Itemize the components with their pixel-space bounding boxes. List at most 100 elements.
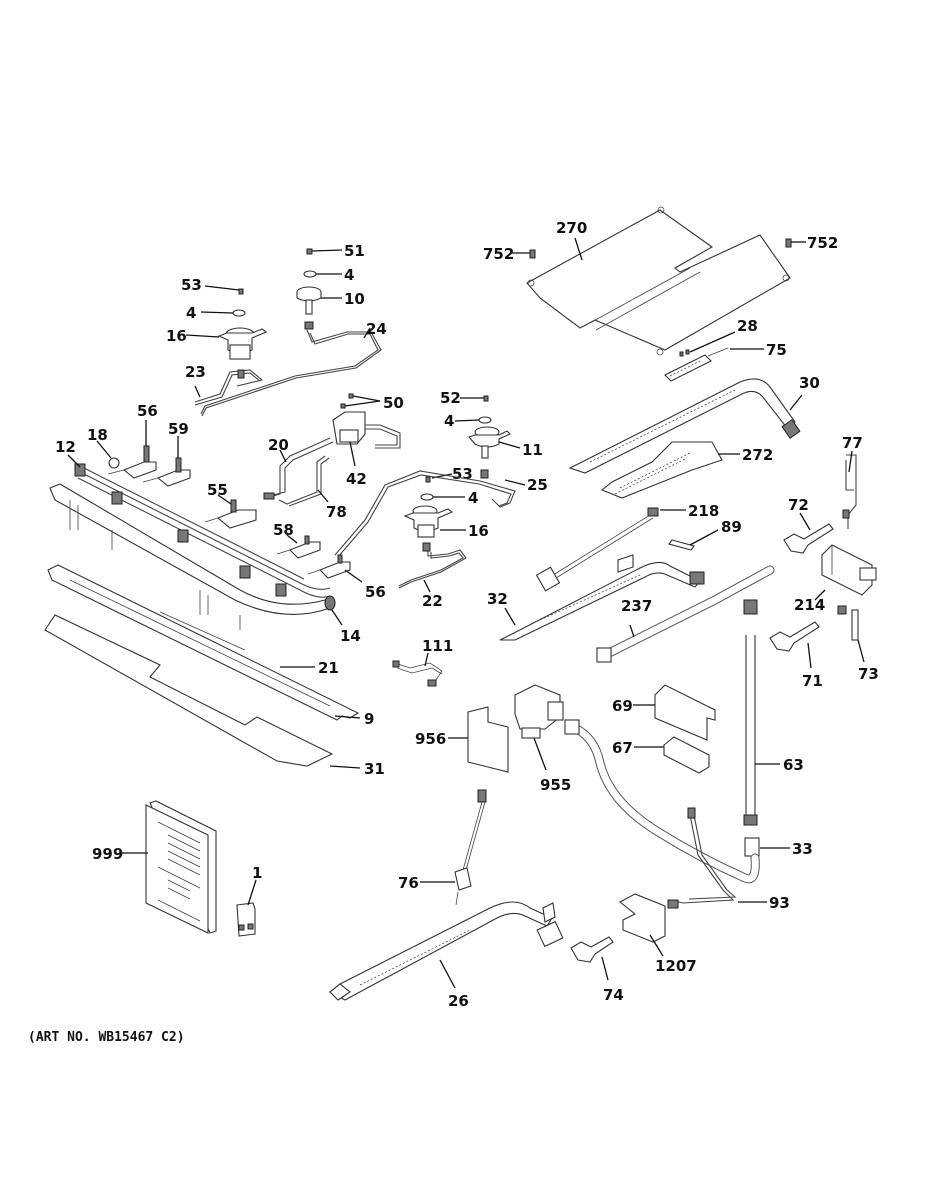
label-31: 31: [364, 760, 385, 778]
part-272-baffle[interactable]: 272: [600, 441, 773, 499]
part-78-gas-tube[interactable]: 78: [278, 455, 347, 521]
label-270: 270: [556, 219, 587, 237]
part-77-tube[interactable]: 77: [842, 434, 863, 529]
part-52-screw[interactable]: 52: [440, 389, 489, 407]
part-16-burner-base[interactable]: 16: [166, 327, 268, 360]
part-12-manifold[interactable]: 12: [55, 438, 331, 598]
label-10: 10: [344, 290, 365, 308]
part-752-screw[interactable]: 752: [785, 234, 838, 252]
part-22-gas-tube[interactable]: 22: [398, 542, 467, 610]
label-56: 56: [137, 402, 158, 420]
label-955: 955: [540, 776, 571, 794]
label-752: 752: [483, 245, 514, 263]
part-gas-supply-pipe[interactable]: [564, 719, 760, 884]
part-56-gas-valve[interactable]: 56: [307, 554, 386, 601]
label-21: 21: [318, 659, 339, 677]
part-16-burner-base[interactable]: 16: [403, 505, 489, 540]
label-752: 752: [807, 234, 838, 252]
label-93: 93: [769, 894, 790, 912]
part-9-bracket[interactable]: 9: [47, 564, 374, 728]
part-69-bracket[interactable]: 69: [612, 684, 716, 741]
part-71-orifice-fitting[interactable]: 71: [769, 621, 823, 690]
label-214: 214: [794, 596, 825, 614]
part-18-disc[interactable]: 18: [87, 426, 120, 469]
label-4: 4: [186, 304, 196, 322]
label-4: 4: [444, 412, 454, 430]
part-28-screws[interactable]: 28: [679, 317, 758, 357]
part-999-owners-manual[interactable]: 999: [92, 800, 217, 934]
part-955-safety-valve[interactable]: 955: [514, 684, 571, 794]
part-58-gas-valve[interactable]: 58: [273, 521, 321, 559]
part-72-fitting[interactable]: 72: [783, 496, 834, 554]
part-4-washer[interactable]: 4: [444, 412, 492, 430]
label-50: 50: [383, 394, 404, 412]
part-4-washer[interactable]: 4: [420, 489, 478, 507]
part-50-screws[interactable]: 50: [340, 393, 404, 412]
part-26-burner-tube[interactable]: 26: [329, 901, 564, 1010]
label-71: 71: [802, 672, 823, 690]
label-89: 89: [721, 518, 742, 536]
label-16: 16: [166, 327, 187, 345]
label-59: 59: [168, 420, 189, 438]
part-59-gas-valve[interactable]: 59: [142, 420, 191, 487]
part-55-gas-valve[interactable]: 55: [204, 481, 257, 529]
part-14-rail[interactable]: 14: [49, 483, 361, 645]
part-30-burner-tube[interactable]: 30: [568, 374, 820, 474]
label-33: 33: [792, 840, 813, 858]
part-4-washer[interactable]: 4: [303, 266, 354, 284]
label-78: 78: [326, 503, 347, 521]
label-11: 11: [522, 441, 543, 459]
label-24: 24: [366, 320, 387, 338]
label-23: 23: [185, 363, 206, 381]
label-74: 74: [603, 986, 624, 1004]
label-956: 956: [415, 730, 446, 748]
part-1207-bracket[interactable]: 1207: [619, 893, 697, 975]
part-75-igniter[interactable]: 75: [664, 341, 787, 382]
part-56-gas-valve[interactable]: 56: [107, 402, 158, 479]
part-11-burner-base[interactable]: 11: [468, 426, 543, 459]
label-56: 56: [365, 583, 386, 601]
part-237-gas-tube[interactable]: 237: [596, 565, 775, 663]
label-28: 28: [737, 317, 758, 335]
part-74-orifice-fitting[interactable]: 74: [570, 936, 624, 1004]
label-76: 76: [398, 874, 419, 892]
part-10-burner-head[interactable]: 10: [296, 286, 365, 330]
label-16: 16: [468, 522, 489, 540]
label-999: 999: [92, 845, 123, 863]
part-23-gas-tube[interactable]: 23: [185, 363, 264, 406]
part-53-screw[interactable]: 53: [181, 276, 244, 295]
part-31-heat-shield[interactable]: 31: [44, 614, 385, 778]
part-956-bracket[interactable]: 956: [415, 706, 509, 773]
part-4-washer[interactable]: 4: [186, 304, 246, 322]
label-30: 30: [799, 374, 820, 392]
label-75: 75: [766, 341, 787, 359]
part-51-screw[interactable]: 51: [306, 242, 365, 260]
part-218-wire-harness[interactable]: 218: [535, 502, 720, 592]
part-89-bracket[interactable]: 89: [668, 518, 742, 551]
part-33-fitting[interactable]: 33: [744, 837, 813, 858]
label-4: 4: [344, 266, 354, 284]
part-42-valve-block[interactable]: 42: [332, 411, 401, 488]
part-25-gas-tube[interactable]: 25: [334, 469, 548, 558]
part-1-bracket[interactable]: 1: [236, 864, 262, 937]
part-20-gas-tube[interactable]: 20: [263, 436, 334, 500]
part-111-wire-harness[interactable]: 111: [392, 637, 453, 687]
part-214-pressure-regulator[interactable]: 214: [794, 544, 877, 614]
part-76-spark-igniter[interactable]: 76: [398, 789, 487, 906]
label-14: 14: [340, 627, 361, 645]
label-42: 42: [346, 470, 367, 488]
part-93-gas-tube[interactable]: 93: [667, 807, 790, 912]
part-270-cover-plate[interactable]: 270: [526, 206, 791, 356]
part-24-gas-tube[interactable]: 24: [200, 320, 387, 417]
part-67-block[interactable]: 67: [612, 736, 710, 774]
label-18: 18: [87, 426, 108, 444]
part-63-gas-tube[interactable]: 63: [743, 599, 804, 826]
label-32: 32: [487, 590, 508, 608]
label-1207: 1207: [655, 957, 697, 975]
part-752-screw[interactable]: 752: [483, 245, 536, 263]
part-21-screw[interactable]: 21: [280, 659, 339, 677]
part-73-fitting[interactable]: 73: [837, 605, 879, 683]
part-53-screw[interactable]: 53: [425, 465, 473, 483]
part-32-burner-tube[interactable]: 32: [487, 554, 705, 641]
